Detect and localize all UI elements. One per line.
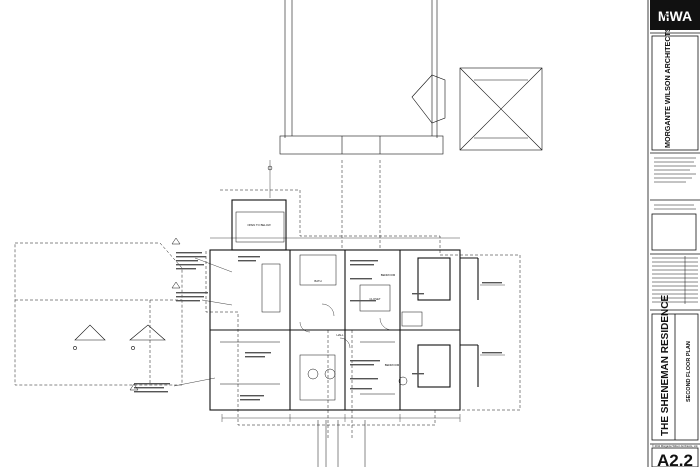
room-label-closet: CLOSET (369, 297, 380, 301)
revisions-table (652, 256, 698, 304)
note-symbols (129, 165, 273, 391)
hip-roof (411, 67, 543, 151)
door-swings (299, 303, 393, 349)
floor-plan (14, 0, 543, 467)
copyright-note: © 2011 Morgante Wilson Architects, Ltd. (652, 444, 698, 448)
room-label-bedroom-1: BEDROOM (381, 273, 396, 277)
logo-text: MWA (658, 8, 692, 24)
firm-logo (650, 0, 700, 30)
gable-roof-left (73, 324, 166, 350)
room-label-open-to-below: OPEN TO BELOW (247, 223, 271, 227)
sheet-title: SECOND FLOOR PLAN (686, 341, 692, 402)
sheet-number: A2.2 (657, 451, 693, 467)
section-lines (317, 420, 366, 467)
seal-box (651, 213, 697, 251)
title-block (647, 0, 700, 467)
project-name: THE SHENEMAN RESIDENCE (660, 295, 671, 436)
room-labels: OPEN TO BELOW BEDROOM BATH CLOSET HALL B… (247, 223, 400, 367)
room-label-bedroom-2: BEDROOM (385, 363, 400, 367)
plan-annotation-blocks (134, 252, 502, 401)
sheet-number-box (651, 447, 699, 467)
firm-name: MORGANTE WILSON ARCHITECTS, LTD. (663, 8, 672, 148)
note-leaders (173, 257, 505, 387)
dimension-lines (210, 160, 461, 422)
building-walls (209, 199, 479, 411)
foundation-outline (205, 160, 521, 440)
interior-partitions (220, 211, 423, 401)
upper-roof-outline (279, 0, 444, 155)
room-label-hall: HALL (337, 333, 344, 337)
room-label-bath: BATH (314, 279, 321, 283)
lower-roof-outline (14, 242, 183, 386)
